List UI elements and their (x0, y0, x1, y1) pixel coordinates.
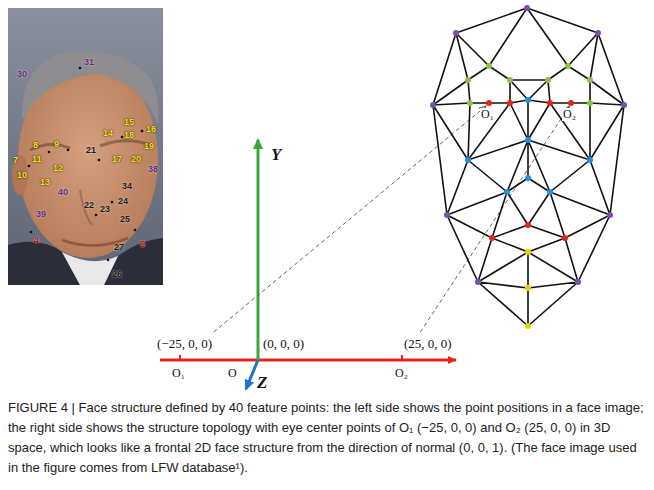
face-photo (8, 8, 163, 285)
point-label: O₁ (172, 367, 185, 380)
feature-number: 34 (122, 182, 132, 192)
feature-number: 5 (140, 240, 145, 250)
feature-number: 23 (100, 205, 110, 215)
feature-number: 18 (124, 131, 134, 141)
coordinate-axes (160, 106, 570, 389)
feature-number: 40 (58, 188, 68, 198)
feature-number: 22 (84, 201, 94, 211)
feature-number: 30 (17, 70, 27, 80)
point-label: O (228, 367, 237, 380)
feature-number: 4 (34, 236, 39, 246)
feature-number: 17 (112, 155, 122, 165)
figure-caption: FIGURE 4 | Face structure defined by 40 … (8, 398, 646, 478)
feature-number: 7 (13, 156, 18, 166)
feature-number: 20 (131, 155, 141, 165)
feature-number: 21 (86, 146, 96, 156)
feature-number: 16 (146, 125, 156, 135)
feature-number: 11 (32, 155, 42, 165)
feature-number: 26 (112, 270, 122, 280)
axis-name: Y (271, 146, 281, 165)
feature-number: 13 (40, 178, 50, 188)
point-label: O₂ (395, 367, 408, 380)
feature-number: 24 (118, 197, 128, 207)
feature-number: 12 (53, 164, 63, 174)
feature-number: 31 (84, 58, 94, 68)
feature-number: 10 (17, 171, 27, 181)
face-mesh (430, 5, 627, 329)
point-label: O₂ (562, 108, 577, 121)
feature-number: 38 (148, 165, 158, 175)
feature-number: 25 (120, 215, 130, 225)
feature-number: 15 (124, 118, 134, 128)
feature-number: 27 (114, 243, 124, 253)
coordinate-label: (−25, 0, 0) (157, 337, 212, 351)
feature-number: 39 (36, 210, 46, 220)
feature-number: 19 (144, 142, 154, 152)
axis-name: Z (257, 374, 267, 393)
point-label: O₁ (480, 108, 495, 121)
coordinate-label: (25, 0, 0) (404, 337, 452, 351)
coordinate-label: (0, 0, 0) (263, 337, 304, 351)
feature-number: 9 (54, 140, 59, 150)
feature-number: 8 (33, 141, 38, 151)
feature-number: 14 (103, 129, 113, 139)
